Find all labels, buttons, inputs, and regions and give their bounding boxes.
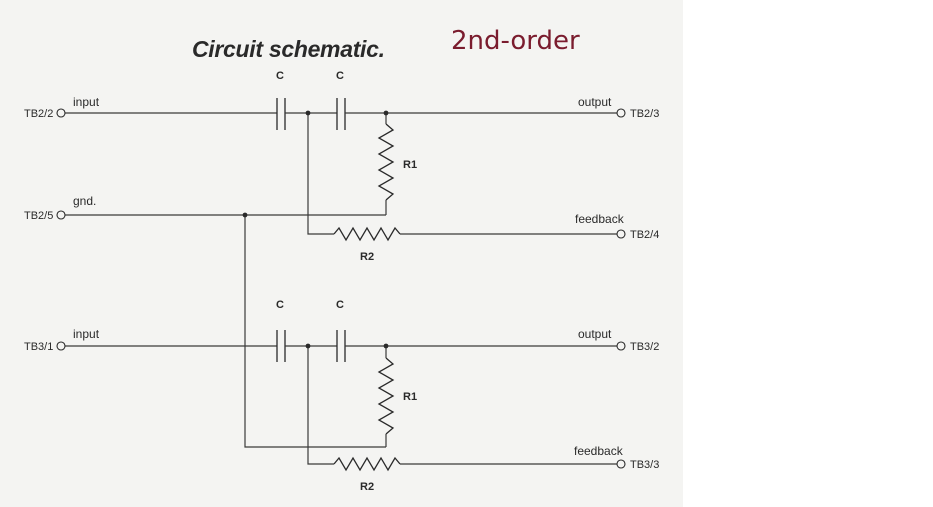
- terminal-tb2-2: [56, 108, 66, 118]
- terminal-label-tb2-5: TB2/5: [24, 210, 53, 222]
- capacitor-label: C: [336, 299, 344, 311]
- resistor-r1-symbol: [377, 123, 395, 201]
- wire: [307, 113, 334, 235]
- terminal-tb3-3: [616, 459, 626, 469]
- schematic-scan: [0, 0, 683, 507]
- terminal-label-tb3-2: TB3/2: [630, 341, 659, 353]
- signal-label-gnd: gnd.: [73, 194, 96, 208]
- page-title: Circuit schematic.: [192, 36, 385, 62]
- signal-label-feedback: feedback: [574, 444, 624, 458]
- junction-dot: [242, 212, 248, 218]
- signal-label-feedback: feedback: [575, 212, 625, 226]
- signal-label-input: input: [73, 327, 100, 341]
- capacitor-symbol: [336, 330, 346, 362]
- resistor-label-r2: R2: [360, 251, 374, 263]
- terminal-tb3-2: [616, 341, 626, 351]
- capacitor-symbol: [336, 98, 346, 130]
- resistor-r2-symbol: [333, 226, 401, 242]
- capacitor-label: C: [336, 70, 344, 82]
- capacitor-label: C: [276, 70, 284, 82]
- terminal-tb3-1: [56, 341, 66, 351]
- terminal-label-tb2-2: TB2/2: [24, 108, 53, 120]
- junction-dot: [305, 343, 311, 349]
- wire: [244, 215, 386, 448]
- capacitor-symbol: [276, 98, 286, 130]
- terminal-label-tb3-1: TB3/1: [24, 341, 53, 353]
- terminal-tb2-3: [616, 108, 626, 118]
- resistor-label-r2: R2: [360, 481, 374, 493]
- junction-dot: [383, 343, 389, 349]
- signal-label-output: output: [578, 327, 612, 341]
- resistor-r1-symbol: [377, 357, 395, 435]
- signal-label-output: output: [578, 95, 612, 109]
- wire: [307, 346, 334, 465]
- terminal-label-tb2-3: TB2/3: [630, 108, 659, 120]
- terminal-tb2-4: [616, 229, 626, 239]
- signal-label-input: input: [73, 95, 100, 109]
- resistor-label-r1: R1: [403, 159, 417, 171]
- capacitor-symbol: [276, 330, 286, 362]
- capacitor-label: C: [276, 299, 284, 311]
- resistor-r2-symbol: [333, 456, 401, 472]
- terminal-tb2-5: [56, 210, 66, 220]
- junction-dot: [305, 110, 311, 116]
- terminal-label-tb3-3: TB3/3: [630, 459, 659, 471]
- junction-dot: [383, 110, 389, 116]
- resistor-label-r1: R1: [403, 391, 417, 403]
- order-annotation: 2nd-order: [451, 26, 580, 56]
- terminal-label-tb2-4: TB2/4: [630, 229, 659, 241]
